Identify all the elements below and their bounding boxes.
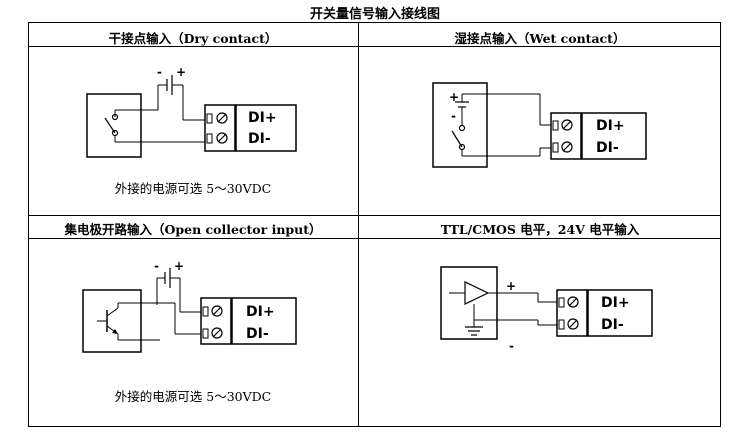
panel-title-ttl: TTL/CMOS 电平，24V 电平输入 bbox=[440, 222, 640, 237]
dry-di-plus: DI+ bbox=[248, 110, 277, 126]
ttl-terminal-left bbox=[556, 289, 588, 337]
dry-battery-pos: + bbox=[176, 65, 186, 79]
panel-title-dry: 干接点输入（Dry contact） bbox=[108, 31, 278, 46]
dry-battery-neg: - bbox=[157, 65, 162, 79]
panel-title-oc: 集电极开路输入（Open collector input） bbox=[64, 222, 322, 237]
dry-terminal-right bbox=[235, 104, 297, 152]
oc-di-plus: DI+ bbox=[246, 304, 275, 320]
wet-battery-neg: - bbox=[451, 109, 456, 123]
ttl-terminal-right bbox=[587, 289, 653, 337]
ttl-out-pos: + bbox=[506, 279, 516, 293]
caption-dry: 外接的电源可选 5～30VDC bbox=[114, 181, 272, 196]
ttl-di-plus: DI+ bbox=[601, 295, 630, 311]
oc-battery-neg: - bbox=[154, 259, 159, 273]
ttl-device-box bbox=[440, 266, 498, 340]
panel-title-wet: 湿接点输入（Wet contact） bbox=[454, 31, 626, 46]
wet-terminal-right bbox=[581, 112, 647, 160]
oc-di-minus: DI- bbox=[246, 326, 269, 342]
oc-battery-pos: + bbox=[174, 259, 184, 273]
wet-di-minus: DI- bbox=[596, 140, 619, 156]
caption-oc: 外接的电源可选 5～30VDC bbox=[114, 389, 272, 404]
wet-di-plus: DI+ bbox=[596, 118, 625, 134]
page-title: 开关量信号输入接线图 bbox=[309, 7, 440, 22]
ttl-di-minus: DI- bbox=[601, 317, 624, 333]
oc-terminal-right bbox=[231, 297, 297, 345]
oc-device-box bbox=[82, 289, 142, 353]
oc-terminal-left bbox=[200, 297, 232, 345]
wet-battery-pos: + bbox=[449, 90, 459, 104]
wet-device-box bbox=[432, 82, 488, 168]
ttl-out-neg: - bbox=[509, 339, 514, 353]
wet-terminal-left bbox=[550, 112, 582, 160]
dry-device-box bbox=[86, 93, 142, 158]
dry-di-minus: DI- bbox=[248, 131, 271, 147]
dry-terminal-left bbox=[204, 104, 236, 152]
